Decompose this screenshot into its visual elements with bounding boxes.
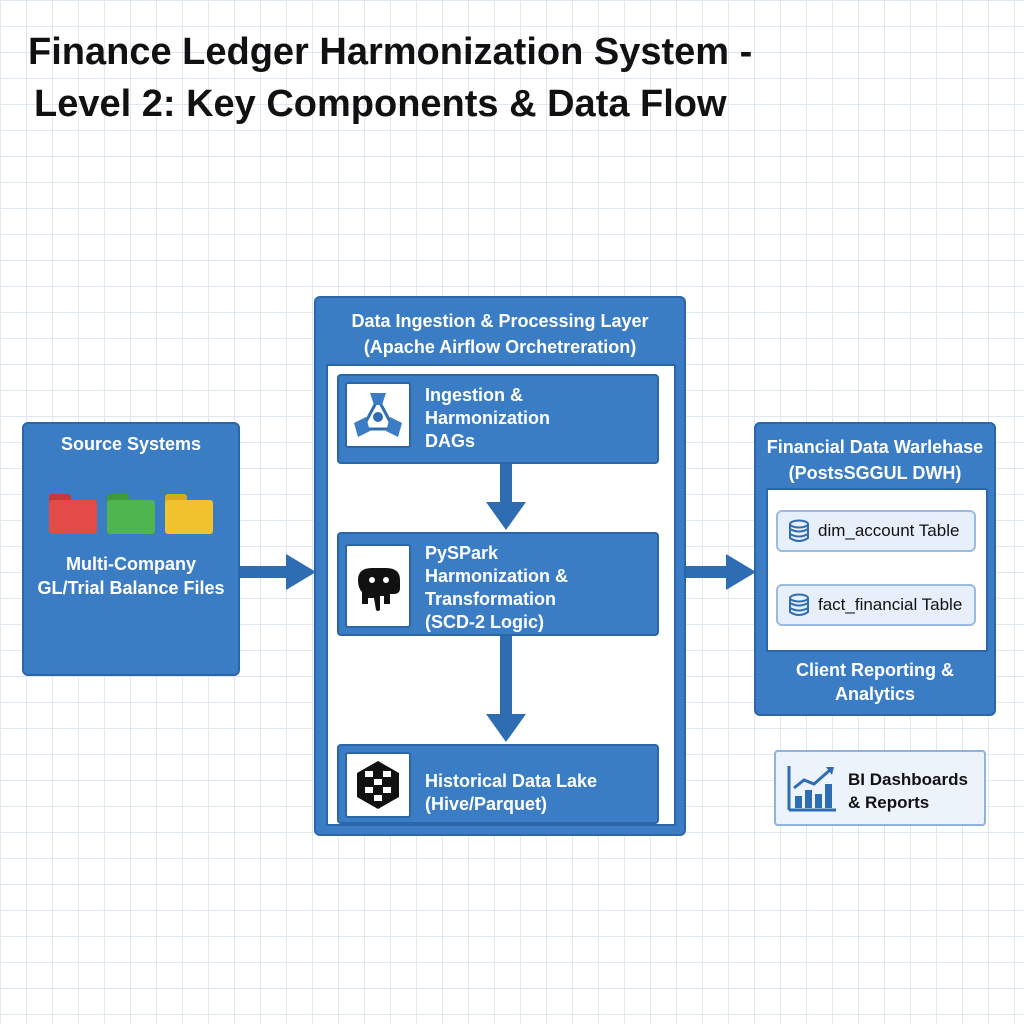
bi-dashboards-label: BI Dashboards & Reports	[848, 770, 968, 812]
arrow-processing-to-warehouse	[686, 554, 756, 590]
table-fact-financial-label: fact_financial Table	[818, 595, 963, 614]
title-line-1: Finance Ledger Harmonization System -	[28, 31, 753, 73]
data-warehouse-heading: Financial Data Warlehase (PostsSGGUL DWH…	[766, 437, 984, 483]
table-dim-account: dim_account Table	[776, 510, 976, 552]
folder-icon-yellow	[165, 494, 213, 534]
title-line-2: Level 2: Key Components & Data Flow	[34, 83, 727, 125]
folder-group	[24, 494, 238, 534]
data-warehouse-panel: Financial Data Warlehase (PostsSGGUL DWH…	[754, 422, 996, 716]
processing-layer-heading: Data Ingestion & Processing Layer (Apach…	[351, 311, 649, 357]
step-pyspark-transformation: PySPark Harmonization & Transformation (…	[337, 532, 659, 636]
airflow-icon	[345, 382, 411, 448]
source-files-description: Multi-Company GL/Trial Balance Files	[37, 554, 225, 598]
arrow-ingestion-to-pyspark	[486, 464, 526, 530]
arrow-pyspark-to-datalake	[486, 636, 526, 742]
page-title: Finance Ledger Harmonization System - Le…	[28, 26, 928, 130]
spark-elephant-icon	[345, 544, 411, 628]
step-ingestion-dags: Ingestion & Harmonization DAGs	[337, 374, 659, 464]
database-icon	[788, 593, 810, 617]
data-lake-cube-icon	[345, 752, 411, 818]
source-systems-panel: Source Systems Multi-Company GL/Trial Ba…	[22, 422, 240, 676]
folder-icon-green	[107, 494, 155, 534]
client-reporting-label: Client Reporting & Analytics	[796, 660, 954, 704]
table-dim-account-label: dim_account Table	[818, 521, 960, 540]
source-systems-heading: Source Systems	[60, 434, 202, 454]
step-ingestion-label: Ingestion & Harmonization DAGs	[425, 385, 551, 451]
bar-chart-icon	[786, 764, 838, 819]
folder-icon-red	[49, 494, 97, 534]
arrow-source-to-processing	[240, 554, 316, 590]
step-pyspark-label: PySPark Harmonization & Transformation (…	[425, 543, 569, 632]
bi-dashboards-box: BI Dashboards & Reports	[774, 750, 986, 826]
table-fact-financial: fact_financial Table	[776, 584, 976, 626]
step-historical-data-lake: Historical Data Lake (Hive/Parquet)	[337, 744, 659, 824]
database-icon	[788, 519, 810, 543]
step-datalake-label: Historical Data Lake (Hive/Parquet)	[425, 771, 598, 814]
